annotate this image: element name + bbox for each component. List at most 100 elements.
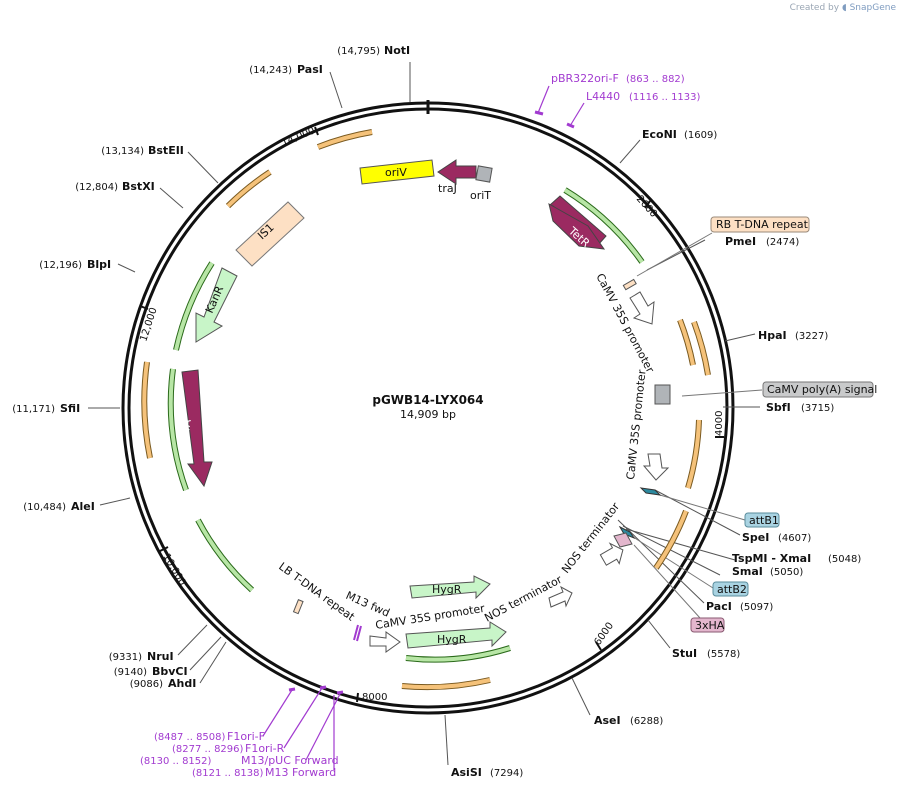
boxed-feature-label: attB1 bbox=[749, 514, 779, 527]
credit-prefix: Created by bbox=[789, 3, 840, 13]
boxed-feature-label: attB2 bbox=[717, 583, 747, 596]
feature-label-nos-terminator-1: NOS terminator bbox=[559, 500, 622, 576]
site-position: (14,243) bbox=[249, 65, 292, 76]
site-name: NotI bbox=[384, 44, 410, 57]
site-label: SbfI(3715) bbox=[766, 401, 834, 414]
site-position: (5578) bbox=[707, 649, 740, 660]
feature-label-hygr-top: HygR bbox=[432, 583, 462, 596]
site-position: (6288) bbox=[630, 716, 663, 727]
site-name: AsiSI bbox=[451, 766, 482, 779]
boxed-feature-label: 3xHA bbox=[695, 619, 725, 632]
primer-position: (8121 .. 8138) bbox=[192, 768, 264, 779]
site-name: AleI bbox=[71, 500, 95, 513]
site-position: (4607) bbox=[778, 533, 811, 544]
site-position: (1609) bbox=[684, 130, 717, 141]
site-label: (9331) NruI bbox=[109, 650, 174, 663]
site-name: SfiI bbox=[60, 402, 80, 415]
site-label: SmaI(5050) bbox=[732, 565, 803, 578]
camv-promoter-arrow-2 bbox=[642, 453, 670, 481]
primer-name: F1ori-R bbox=[245, 742, 285, 755]
primer-name: M13 Forward bbox=[265, 766, 336, 779]
site-name: BlpI bbox=[87, 258, 111, 271]
orIV-origin bbox=[359, 159, 435, 185]
site-position: (9140) bbox=[114, 667, 147, 678]
3xha-tag bbox=[613, 532, 633, 548]
nos-terminator-arrow bbox=[599, 542, 624, 566]
ruler-tick-label: 10,000 bbox=[160, 552, 187, 588]
primer-position: (1116 .. 1133) bbox=[629, 92, 701, 103]
trfa-arrow bbox=[181, 369, 213, 488]
ruler-tick: 6000 bbox=[592, 621, 616, 651]
attb1-box bbox=[744, 512, 780, 528]
site-name: SbfI bbox=[766, 401, 791, 414]
3xha-box bbox=[690, 617, 725, 633]
ruler-tick-label: 2000 bbox=[634, 194, 659, 220]
ruler-tick: 4000 bbox=[714, 411, 725, 438]
site-position: (14,795) bbox=[337, 46, 380, 57]
boxed-feature-label: RB T-DNA repeat bbox=[716, 218, 809, 231]
site-label: EcoNI (1609) bbox=[642, 128, 717, 141]
snapgene-credit: Created by ◖ SnapGene bbox=[790, 3, 896, 13]
snapgene-logo-icon: ◖ bbox=[841, 3, 847, 13]
rb-tdna-box bbox=[710, 216, 810, 233]
site-name: NruI bbox=[147, 650, 174, 663]
site-name: EcoNI bbox=[642, 128, 677, 141]
primer-name: M13/pUC Forward bbox=[241, 754, 339, 767]
primer-name: F1ori-F bbox=[227, 730, 265, 743]
ruler-tick-label: 14,000 bbox=[280, 125, 317, 148]
site-position: (12,196) bbox=[39, 260, 82, 271]
site-label: (12,804)BstXI bbox=[75, 180, 155, 193]
orit-origin bbox=[475, 165, 493, 183]
primers: pBR322ori-F (863 .. 882) L4440 (1116 .. … bbox=[140, 72, 701, 779]
site-name: BstEII bbox=[148, 144, 184, 157]
ruler-tick: 14,000 bbox=[280, 125, 319, 149]
rb-tdna-repeat bbox=[622, 278, 637, 291]
lb-tdna-repeat bbox=[292, 599, 304, 615]
feature-label-oriv: oriV bbox=[385, 166, 407, 179]
orf-arrows bbox=[141, 129, 711, 691]
camv-promoter-arrow bbox=[629, 291, 655, 325]
site-label: AseI(6288) bbox=[594, 714, 663, 727]
is1-element bbox=[235, 201, 305, 267]
site-name: SmaI bbox=[732, 565, 763, 578]
boxed-feature-labels: RB T-DNA repeat CaMV poly(A) signal attB… bbox=[629, 216, 877, 633]
site-position: (5097) bbox=[740, 602, 773, 613]
site-label: (13,134)BstEII bbox=[101, 144, 184, 157]
site-label: (12,196) BlpI bbox=[39, 258, 111, 271]
site-label: AsiSI (7294) bbox=[451, 766, 523, 779]
site-position: (9331) bbox=[109, 652, 142, 663]
hygr-arrow-2 bbox=[405, 621, 507, 649]
primer-position: (863 .. 882) bbox=[626, 74, 685, 85]
site-label: (14,795) NotI bbox=[337, 44, 410, 57]
primer-position: (8130 .. 8152) bbox=[140, 756, 212, 767]
site-position: (2474) bbox=[766, 237, 799, 248]
restriction-sites: (14,795) NotI (14,243) PasI (13,134)BstEII… bbox=[12, 44, 861, 779]
site-name: TspMI - XmaI bbox=[732, 552, 811, 565]
site-label: TspMI - XmaI(5048) bbox=[732, 552, 861, 565]
ruler-tick-label: 4000 bbox=[714, 411, 725, 436]
site-leaders bbox=[88, 62, 760, 766]
site-name: AhdI bbox=[168, 677, 196, 690]
feature-label-traj: traJ bbox=[438, 182, 457, 195]
ruler-tick: 8000 bbox=[356, 692, 387, 703]
site-position: (12,804) bbox=[75, 182, 118, 193]
site-name: HpaI bbox=[758, 329, 787, 342]
feature-label-lb-repeat: LB T-DNA repeat bbox=[276, 560, 357, 624]
site-name: BbvCI bbox=[152, 665, 188, 678]
camv-polya-signal bbox=[654, 384, 671, 405]
camv-polya-box bbox=[762, 381, 874, 398]
attb1-site bbox=[639, 487, 662, 496]
site-name: SpeI bbox=[742, 531, 769, 544]
ruler-tick: 2000 bbox=[634, 194, 659, 220]
attb2-box bbox=[712, 581, 749, 597]
site-label: PmeI(2474) bbox=[725, 235, 799, 248]
site-label: (14,243) PasI bbox=[249, 63, 323, 76]
feature-label-camv-promoter-3: CaMV 35S promoter bbox=[374, 602, 486, 632]
ruler-tick: 10,000 bbox=[159, 546, 187, 588]
site-position: (7294) bbox=[490, 768, 523, 779]
ruler-tick-label: 8000 bbox=[362, 692, 387, 703]
site-label: (10,484)AleI bbox=[23, 500, 95, 513]
site-position: (11,171) bbox=[12, 404, 55, 415]
site-name: PasI bbox=[297, 63, 323, 76]
